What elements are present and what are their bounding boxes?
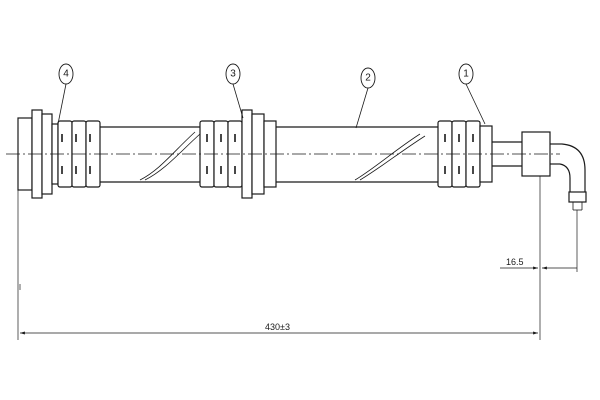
callout-2: 2	[360, 67, 376, 89]
callout-4: 4	[58, 63, 74, 85]
right-end-fitting	[437, 120, 493, 188]
callout-4-label: 4	[63, 69, 69, 80]
length-dimension-label: 430±3	[265, 322, 290, 332]
extension-lines	[17, 176, 578, 340]
callout-3-label: 3	[230, 69, 236, 80]
bent-pipe	[492, 131, 587, 211]
callout-1-label: 1	[463, 69, 469, 80]
callout-1: 1	[458, 63, 474, 85]
callout-3: 3	[225, 63, 241, 85]
callout-leaders	[57, 83, 486, 129]
offset-dimension: 16.5	[500, 257, 577, 270]
length-dimension: 430±3	[20, 322, 538, 335]
offset-dimension-label: 16.5	[506, 257, 524, 267]
callout-2-label: 2	[365, 73, 371, 84]
